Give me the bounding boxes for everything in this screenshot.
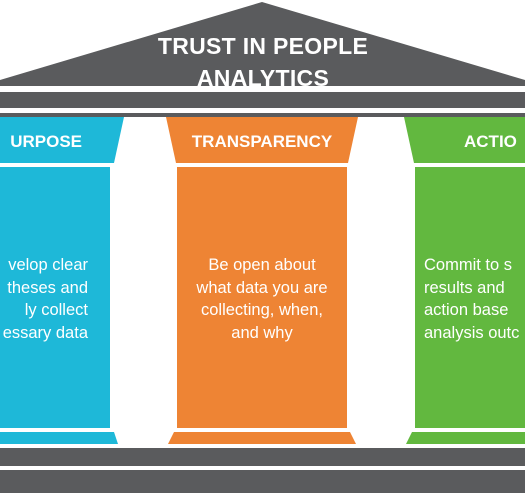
pillar-purpose-base bbox=[0, 432, 118, 444]
pillar-transparency-text: Be open about what data you are collecti… bbox=[196, 256, 328, 342]
pillar-action-text: Commit to s results and action base anal… bbox=[424, 256, 520, 342]
roof-beam-bottom bbox=[0, 113, 525, 117]
foundation-bottom bbox=[0, 470, 525, 493]
pillar-transparency-base bbox=[168, 432, 356, 444]
roof-title-line2: ANALYTICS bbox=[196, 65, 330, 91]
pillar-purpose-capital bbox=[0, 117, 124, 163]
roof-shape bbox=[0, 2, 525, 86]
pillar-purpose-text: velop clear theses and ly collect essary… bbox=[2, 256, 88, 342]
pillar-action-capital bbox=[404, 117, 525, 163]
foundation-top bbox=[0, 448, 525, 466]
pillar-purpose-shaft bbox=[0, 167, 110, 428]
pillar-transparency-heading: TRANSPARENCY bbox=[191, 132, 333, 151]
pillar-action-shaft bbox=[415, 167, 525, 428]
pillar-purpose bbox=[0, 117, 124, 444]
roof-beam-top bbox=[0, 92, 525, 108]
pillar-transparency-shaft bbox=[177, 167, 347, 428]
pillar-purpose-heading: URPOSE bbox=[10, 132, 82, 151]
pillar-action bbox=[404, 117, 525, 444]
pillar-action-base bbox=[406, 432, 525, 444]
pillar-transparency bbox=[166, 117, 358, 444]
pillar-action-heading: ACTIO bbox=[464, 132, 517, 151]
roof-title-line1: TRUST IN PEOPLE bbox=[157, 33, 369, 59]
pillar-transparency-capital bbox=[166, 117, 358, 163]
roof-title: TRUST IN PEOPLE ANALYTICS bbox=[100, 30, 426, 94]
